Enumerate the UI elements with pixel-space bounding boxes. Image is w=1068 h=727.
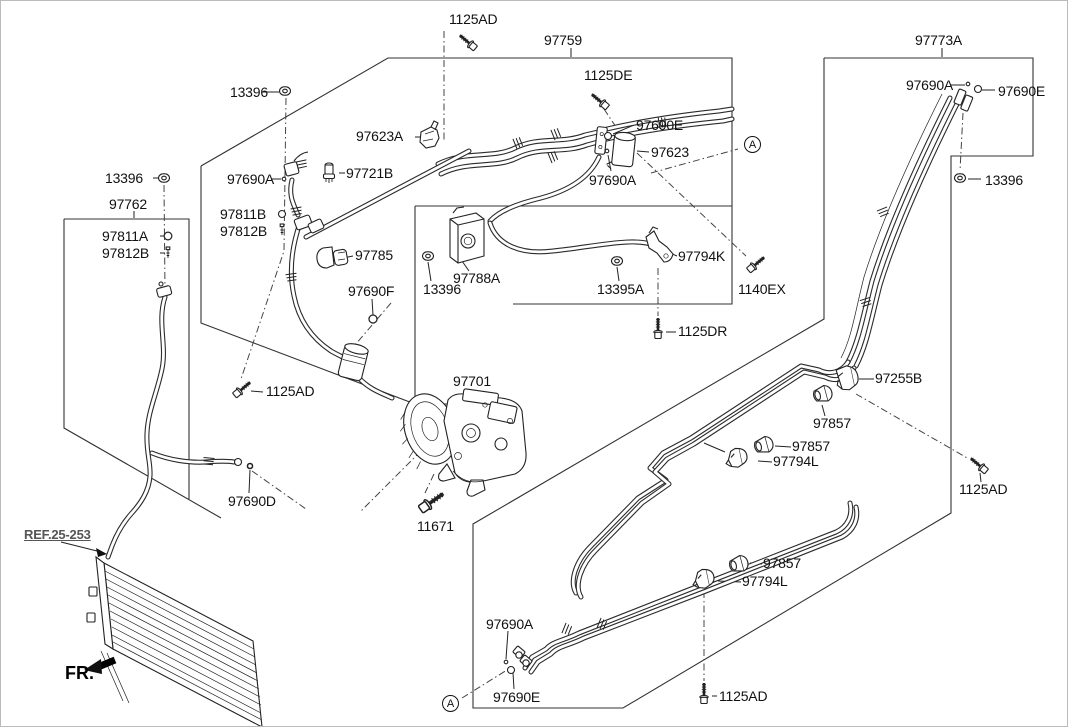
tee-fitting — [293, 214, 325, 234]
part-label-97773a: 97773A — [915, 32, 963, 48]
oring-97690a-center — [604, 148, 610, 154]
valve-core-97812b-center — [279, 223, 285, 236]
part-label-97794k: 97794K — [678, 248, 726, 264]
part-label-97690f: 97690F — [348, 283, 395, 299]
part-label-97721b: 97721B — [346, 165, 394, 181]
nut-13396-left — [157, 173, 171, 183]
part-label-1125ad-3: 1125AD — [959, 481, 1008, 497]
part-label-13395a: 13395A — [597, 281, 645, 297]
nut-13396-right — [953, 173, 967, 183]
part-label-97255b: 97255B — [875, 370, 923, 386]
part-label-97762: 97762 — [109, 196, 147, 212]
part-label-1125ad-4: 1125AD — [719, 688, 768, 704]
part-label-97690d: 97690D — [228, 493, 276, 509]
compressor-97701-drawing — [399, 388, 527, 497]
part-label-1125ad-1: 1125AD — [449, 11, 498, 27]
oring-97690e-center — [603, 131, 613, 141]
oring-97811b — [277, 209, 287, 219]
part-label-13396-2: 13396 — [105, 170, 143, 186]
oring-97690a-bottom — [503, 659, 509, 665]
receiver-drier-97623 — [606, 131, 636, 170]
bolt-1125ad-right — [966, 453, 991, 476]
part-label-97690a-2: 97690A — [227, 171, 275, 187]
muffler — [337, 343, 369, 382]
bolt-1125de — [587, 89, 612, 112]
part-label-97811b: 97811B — [220, 206, 267, 222]
part-label-97690e-1: 97690E — [998, 83, 1046, 99]
part-label-97701: 97701 — [453, 373, 491, 389]
oring-97690a-left — [281, 176, 287, 182]
clamp-97785 — [316, 246, 349, 269]
part-label-11671: 11671 — [417, 518, 454, 534]
valve-core-97812b-left — [165, 246, 171, 259]
nut-13396-box — [421, 251, 435, 261]
construction-lines — [163, 31, 970, 699]
nut-13396-top — [278, 86, 292, 96]
section-marker-a-top: A — [744, 136, 761, 153]
part-label-97857-2: 97857 — [792, 438, 830, 454]
part-label-97857-1: 97857 — [813, 415, 851, 431]
part-label-97690a-1: 97690A — [906, 77, 954, 93]
oring-97690d — [246, 462, 254, 470]
part-label-97690e-3: 97690E — [493, 689, 541, 705]
part-label-1125ad-2: 1125AD — [266, 383, 315, 399]
expansion-valve-97788a — [449, 206, 485, 264]
part-label-13396-4: 13396 — [423, 281, 461, 297]
clamp-97623a — [419, 120, 440, 149]
fasteners — [157, 30, 991, 705]
bolt-1125ad-bottom — [698, 681, 710, 705]
part-label-13396-3: 13396 — [985, 172, 1023, 188]
flange-plate — [594, 126, 608, 155]
part-label-97690e-2: 97690E — [636, 117, 684, 133]
pressure-sensor-97721b — [322, 162, 336, 184]
assembly-box-97762 — [63, 218, 222, 519]
assembly-box-97773a — [472, 57, 1034, 709]
nut-13395a — [610, 256, 624, 266]
bolt-11671 — [415, 487, 449, 516]
part-label-97812b-2: 97812B — [102, 245, 150, 261]
fr-direction-arrow — [84, 656, 117, 674]
bolt-1125ad-left — [230, 377, 255, 400]
part-label-97690a-4: 97690A — [486, 616, 534, 632]
fr-label: FR. — [65, 663, 94, 683]
part-label-13396-1: 13396 — [230, 84, 268, 100]
oring-97690e-right — [973, 84, 983, 94]
part-label-97759: 97759 — [544, 32, 582, 48]
ref-arrow — [60, 541, 107, 557]
part-label-97794l-1: 97794L — [773, 453, 819, 469]
part-label-1125dr: 1125DR — [678, 323, 728, 339]
part-label-97812b-1: 97812B — [220, 223, 268, 239]
part-label-97788a: 97788A — [453, 270, 501, 286]
part-label-97857-3: 97857 — [763, 555, 801, 571]
part-label-97785: 97785 — [355, 247, 393, 263]
right-top-fitting — [953, 88, 974, 112]
oring-97690e-bottom — [506, 665, 516, 675]
hose-fitting-top — [283, 151, 309, 177]
part-label-97690a-3: 97690A — [589, 172, 637, 188]
bolt-1125dr — [652, 316, 664, 340]
oring-97690a-right — [965, 81, 971, 87]
front-pipe-fittings — [512, 645, 533, 668]
bolt-1125ad-top — [455, 30, 480, 53]
part-label-97623: 97623 — [651, 144, 689, 160]
oring-97690f — [368, 314, 378, 324]
clip-97794l-1 — [722, 445, 750, 471]
bracket-97794k — [645, 226, 674, 263]
part-label-97623a: 97623A — [356, 128, 404, 144]
part-label-97794l-2: 97794L — [742, 573, 788, 589]
grommet-97857-2 — [752, 434, 776, 456]
part-label-97811a: 97811A — [102, 228, 149, 244]
ref-label-25-253: REF.25-253 — [24, 527, 91, 542]
oring-97811a — [163, 231, 173, 241]
bolt-1140ex — [744, 252, 769, 275]
leader-lines — [133, 48, 995, 697]
condenser-drawing — [86, 555, 263, 726]
part-label-1140ex: 1140EX — [738, 281, 786, 297]
part-label-1125de: 1125DE — [584, 67, 633, 83]
left-box-fitting — [156, 281, 173, 298]
section-marker-a-bottom: A — [442, 695, 459, 712]
grommet-97857-1 — [811, 383, 835, 405]
